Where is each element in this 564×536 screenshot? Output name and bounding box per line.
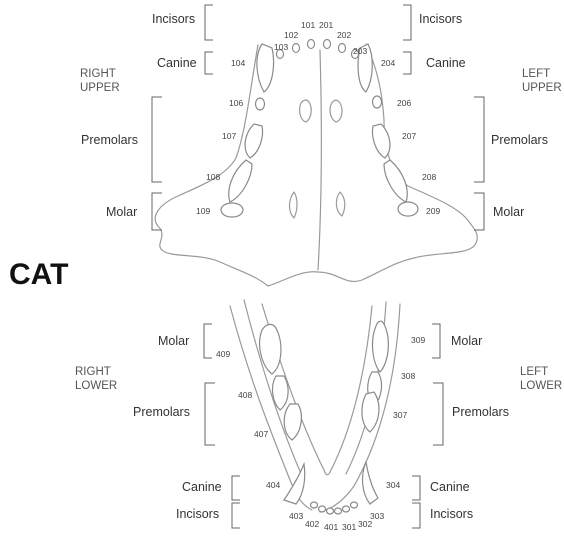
quadrant-label-line2: LOWER — [75, 380, 117, 392]
tooth-number: 108 — [206, 172, 220, 182]
tooth-303 — [351, 502, 358, 508]
tooth-108 — [229, 160, 252, 202]
tooth-number: 106 — [229, 98, 243, 108]
tooth-number: 303 — [370, 511, 384, 521]
tooth-number: 107 — [222, 131, 236, 141]
group-labels: Incisors Canine Premolars Molar Incisors… — [81, 12, 548, 521]
tooth-numbers: 101 102 103 104 106 107 108 109 201 202 … — [196, 20, 440, 531]
tooth-number: 408 — [238, 390, 252, 400]
tooth-304 — [363, 462, 378, 504]
tooth-402 — [319, 506, 326, 512]
label-incisors-lower-left: Incisors — [430, 507, 473, 521]
label-premolars-upper-left: Premolars — [491, 133, 548, 147]
label-incisors-lower-right: Incisors — [176, 507, 219, 521]
label-molar-lower-right: Molar — [158, 334, 189, 348]
label-canine-upper-right: Canine — [157, 56, 197, 70]
label-canine-lower-right: Canine — [182, 480, 222, 494]
tooth-208 — [384, 160, 407, 202]
quadrant-label-line1: LEFT — [520, 366, 548, 378]
tooth-401 — [327, 508, 334, 514]
tooth-number: 207 — [402, 131, 416, 141]
tooth-number: 304 — [386, 480, 400, 490]
tooth-number: 202 — [337, 30, 351, 40]
chart-title: CAT — [9, 258, 68, 291]
tooth-number: 101 — [301, 20, 315, 30]
tooth-number: 109 — [196, 206, 210, 216]
tooth-102 — [293, 44, 300, 53]
quadrant-label-line2: UPPER — [80, 82, 120, 94]
tooth-106 — [256, 98, 265, 110]
tooth-number: 206 — [397, 98, 411, 108]
tooth-307 — [362, 392, 379, 432]
label-molar-lower-left: Molar — [451, 334, 482, 348]
tooth-404 — [284, 464, 305, 504]
tooth-number: 209 — [426, 206, 440, 216]
tooth-number: 309 — [411, 335, 425, 345]
tooth-302 — [343, 506, 350, 512]
tooth-403 — [311, 502, 318, 508]
tooth-number: 201 — [319, 20, 333, 30]
tooth-number: 407 — [254, 429, 268, 439]
quadrant-left-upper: LEFT UPPER — [522, 68, 562, 94]
tooth-301 — [335, 508, 342, 514]
tooth-201 — [324, 40, 331, 49]
tooth-107 — [245, 124, 262, 158]
label-molar-upper-left: Molar — [493, 205, 524, 219]
tooth-number: 203 — [353, 46, 367, 56]
tooth-number: 301 — [342, 522, 356, 531]
tooth-number: 307 — [393, 410, 407, 420]
quadrant-label-line1: RIGHT — [80, 68, 116, 80]
label-premolars-lower-right: Premolars — [133, 405, 190, 419]
upper-jaw-sketch — [155, 44, 477, 286]
tooth-207 — [373, 124, 390, 158]
quadrant-label-line2: LOWER — [520, 380, 562, 392]
tooth-number: 208 — [422, 172, 436, 182]
tooth-number: 102 — [284, 30, 298, 40]
quadrant-right-lower: RIGHT LOWER — [75, 366, 117, 392]
tooth-number: 103 — [274, 42, 288, 52]
quadrant-label-line1: RIGHT — [75, 366, 111, 378]
quadrant-label-line2: UPPER — [522, 82, 562, 94]
tooth-206 — [373, 96, 382, 108]
tooth-number: 404 — [266, 480, 280, 490]
tooth-309 — [373, 321, 389, 372]
label-premolars-upper-right: Premolars — [81, 133, 138, 147]
label-incisors-upper-left: Incisors — [419, 12, 462, 26]
tooth-101 — [308, 40, 315, 49]
label-premolars-lower-left: Premolars — [452, 405, 509, 419]
quadrant-left-lower: LEFT LOWER — [520, 366, 562, 392]
label-canine-lower-left: Canine — [430, 480, 470, 494]
tooth-109 — [221, 203, 243, 217]
tooth-202 — [339, 44, 346, 53]
tooth-number: 403 — [289, 511, 303, 521]
quadrant-right-upper: RIGHT UPPER — [80, 68, 120, 94]
tooth-number: 402 — [305, 519, 319, 529]
tooth-407 — [284, 404, 301, 440]
quadrant-label-line1: LEFT — [522, 68, 550, 80]
tooth-number: 104 — [231, 58, 245, 68]
label-canine-upper-left: Canine — [426, 56, 466, 70]
tooth-number: 308 — [401, 371, 415, 381]
label-molar-upper-right: Molar — [106, 205, 137, 219]
tooth-number: 409 — [216, 349, 230, 359]
label-incisors-upper-right: Incisors — [152, 12, 195, 26]
tooth-number: 204 — [381, 58, 395, 68]
tooth-104 — [257, 44, 274, 92]
tooth-209 — [398, 202, 418, 216]
tooth-number: 401 — [324, 522, 338, 531]
